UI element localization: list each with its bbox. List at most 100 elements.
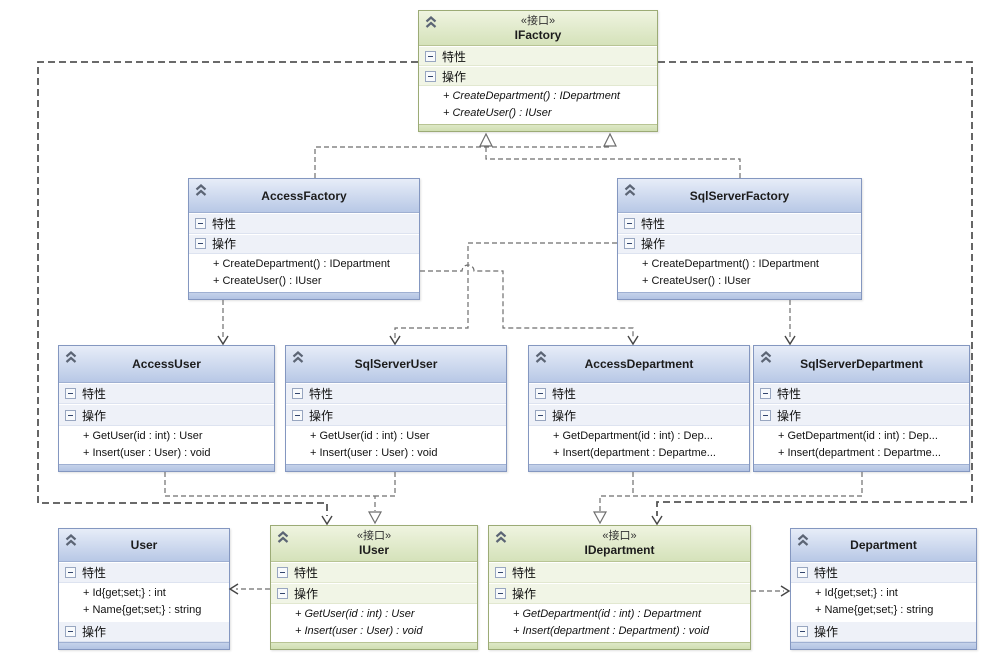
member-row[interactable]: + GetDepartment(id : int) : Department xyxy=(513,608,701,621)
member-row[interactable]: + GetDepartment(id : int) : Dep... xyxy=(778,430,938,442)
member-row[interactable]: + Name{get;set;} : string xyxy=(83,603,202,616)
class-box-accessfactory[interactable]: AccessFactory 特性 操作 + CreateDepartment()… xyxy=(188,178,420,300)
minus-box-icon[interactable] xyxy=(760,409,771,421)
class-box-user[interactable]: User 特性 + Id{get;set;} : int + Name{get;… xyxy=(58,528,230,650)
collapse-icon[interactable] xyxy=(623,184,637,197)
attributes-label: 特性 xyxy=(777,386,802,401)
minus-box-icon[interactable] xyxy=(425,50,436,62)
operations-section[interactable]: 操作 xyxy=(754,404,969,426)
member-row[interactable]: + Insert(department : Departme... xyxy=(778,447,941,459)
member-row[interactable]: + CreateUser() : IUser xyxy=(213,275,322,287)
attributes-section[interactable]: 特性 xyxy=(419,46,657,67)
dependency-sqlserverfactory-sqlserveruser[interactable] xyxy=(394,242,617,338)
attributes-section[interactable]: 特性 xyxy=(489,562,750,584)
attributes-section[interactable]: 特性 xyxy=(59,382,274,405)
operations-section[interactable]: 操作 xyxy=(59,404,274,426)
member-row[interactable]: + Name{get;set;} : string xyxy=(815,603,934,616)
operations-section[interactable]: 操作 xyxy=(791,620,976,642)
minus-box-icon[interactable] xyxy=(195,238,206,250)
member-row[interactable]: + Id{get;set;} : int xyxy=(815,586,898,599)
minus-box-icon[interactable] xyxy=(292,387,303,399)
minus-box-icon[interactable] xyxy=(624,238,635,250)
attributes-section[interactable]: 特性 xyxy=(529,382,749,405)
attributes-section[interactable]: 特性 xyxy=(271,562,477,584)
stereotype-label: «接口» xyxy=(602,530,637,543)
minus-box-icon[interactable] xyxy=(797,625,808,637)
operations-section[interactable]: 操作 xyxy=(271,583,477,605)
collapse-icon[interactable] xyxy=(759,351,773,364)
collapse-icon[interactable] xyxy=(194,184,208,197)
attributes-section[interactable]: 特性 xyxy=(791,561,976,583)
operations-section[interactable]: 操作 xyxy=(59,620,229,642)
member-row[interactable]: + GetDepartment(id : int) : Dep... xyxy=(553,430,713,442)
class-box-sqlserverfactory[interactable]: SqlServerFactory 特性 操作 + CreateDepartmen… xyxy=(617,178,862,300)
class-box-sqlserverdepartment[interactable]: SqlServerDepartment 特性 操作 + GetDepartmen… xyxy=(753,345,970,472)
minus-box-icon[interactable] xyxy=(797,566,808,578)
attributes-section[interactable]: 特性 xyxy=(189,213,419,234)
class-box-sqlserveruser[interactable]: SqlServerUser 特性 操作 + GetUser(id : int) … xyxy=(285,345,507,472)
minus-box-icon[interactable] xyxy=(65,566,76,578)
realization-sqlserverfactory-ifactory[interactable] xyxy=(485,146,741,178)
minus-box-icon[interactable] xyxy=(425,70,436,82)
class-box-accessuser[interactable]: AccessUser 特性 操作 + GetUser(id : int) : U… xyxy=(58,345,275,472)
realization-accessfactory-ifactory[interactable] xyxy=(314,146,611,178)
attributes-label: 特性 xyxy=(442,49,467,64)
collapse-icon[interactable] xyxy=(796,534,810,547)
member-row[interactable]: + Insert(department : Departme... xyxy=(553,447,716,459)
collapse-icon[interactable] xyxy=(276,531,290,544)
member-row[interactable]: + CreateUser() : IUser xyxy=(443,107,552,120)
class-box-iuser[interactable]: «接口» IUser 特性 操作 + GetUser(id : int) : U… xyxy=(270,525,478,650)
minus-box-icon[interactable] xyxy=(277,588,288,600)
collapse-icon[interactable] xyxy=(424,16,438,29)
attributes-section[interactable]: 特性 xyxy=(754,382,969,405)
operations-section[interactable]: 操作 xyxy=(189,233,419,254)
operations-section[interactable]: 操作 xyxy=(419,66,657,87)
attributes-section[interactable]: 特性 xyxy=(59,561,229,583)
operations-section[interactable]: 操作 xyxy=(529,404,749,426)
minus-box-icon[interactable] xyxy=(65,387,76,399)
realization-departments-idepartment[interactable] xyxy=(599,472,863,511)
attributes-section[interactable]: 特性 xyxy=(618,213,861,234)
collapse-icon[interactable] xyxy=(64,351,78,364)
minus-box-icon[interactable] xyxy=(495,588,506,600)
collapse-icon[interactable] xyxy=(494,531,508,544)
minus-box-icon[interactable] xyxy=(277,567,288,579)
member-row[interactable]: + Insert(user : User) : void xyxy=(310,447,438,459)
minus-box-icon[interactable] xyxy=(65,625,76,637)
class-title: User xyxy=(130,537,158,552)
member-row[interactable]: + GetUser(id : int) : User xyxy=(295,608,415,621)
member-row[interactable]: + CreateUser() : IUser xyxy=(642,275,751,287)
operations-section[interactable]: 操作 xyxy=(286,404,506,426)
member-row[interactable]: + Id{get;set;} : int xyxy=(83,586,166,599)
member-row[interactable]: + CreateDepartment() : IDepartment xyxy=(443,90,620,103)
member-row[interactable]: + CreateDepartment() : IDepartment xyxy=(213,258,390,270)
member-row[interactable]: + GetUser(id : int) : User xyxy=(83,430,203,442)
member-row[interactable]: + GetUser(id : int) : User xyxy=(310,430,430,442)
member-row[interactable]: + Insert(department : Department) : void xyxy=(513,625,709,638)
minus-box-icon[interactable] xyxy=(624,217,635,229)
minus-box-icon[interactable] xyxy=(535,409,546,421)
collapse-icon[interactable] xyxy=(534,351,548,364)
collapse-icon[interactable] xyxy=(291,351,305,364)
member-row[interactable]: + Insert(user : User) : void xyxy=(295,625,423,638)
minus-box-icon[interactable] xyxy=(535,387,546,399)
member-row[interactable]: + Insert(user : User) : void xyxy=(83,447,211,459)
class-box-idepartment[interactable]: «接口» IDepartment 特性 操作 + GetDepartment(i… xyxy=(488,525,751,650)
operations-section[interactable]: 操作 xyxy=(489,583,750,605)
minus-box-icon[interactable] xyxy=(495,567,506,579)
class-title: AccessUser xyxy=(132,356,201,371)
operations-section[interactable]: 操作 xyxy=(618,233,861,254)
class-box-ifactory[interactable]: «接口» IFactory 特性 操作 + CreateDepartment()… xyxy=(418,10,658,132)
collapse-icon[interactable] xyxy=(64,534,78,547)
class-title: SqlServerDepartment xyxy=(800,356,923,371)
member-row[interactable]: + CreateDepartment() : IDepartment xyxy=(642,258,819,270)
minus-box-icon[interactable] xyxy=(195,217,206,229)
dependency-accessfactory-accessdepartment[interactable] xyxy=(420,264,634,338)
minus-box-icon[interactable] xyxy=(292,409,303,421)
realization-users-iuser[interactable] xyxy=(164,472,396,511)
minus-box-icon[interactable] xyxy=(65,409,76,421)
attributes-section[interactable]: 特性 xyxy=(286,382,506,405)
class-box-accessdepartment[interactable]: AccessDepartment 特性 操作 + GetDepartment(i… xyxy=(528,345,750,472)
minus-box-icon[interactable] xyxy=(760,387,771,399)
class-box-department[interactable]: Department 特性 + Id{get;set;} : int + Nam… xyxy=(790,528,977,650)
